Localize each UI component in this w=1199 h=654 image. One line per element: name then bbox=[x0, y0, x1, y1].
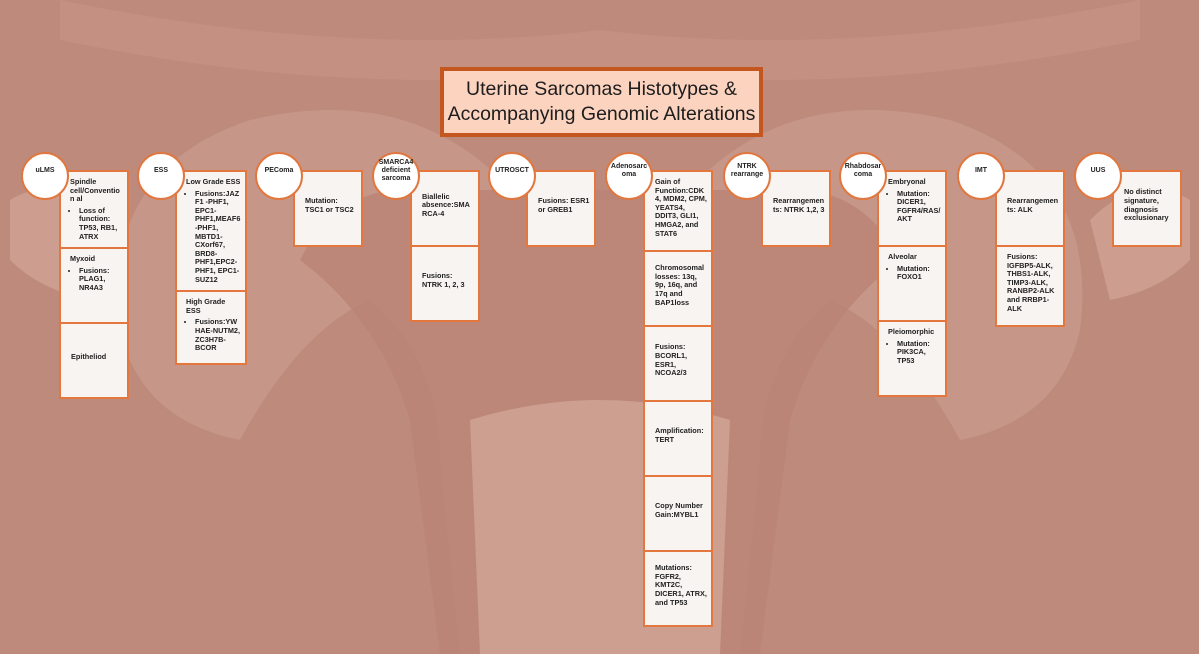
alteration-bullet: Mutation: DICER1, FGFR4/RAS/AKT bbox=[897, 189, 941, 224]
histotype-column-ulms: Spindle cell/Convention alLoss of functi… bbox=[59, 170, 129, 400]
alteration-text: Copy Number Gain:MYBL1 bbox=[655, 501, 703, 519]
histotype-node-imt: IMT bbox=[957, 152, 1005, 200]
histotype-node-adenosarcoma: Adenosarcoma bbox=[605, 152, 653, 200]
alteration-box: Fusions: IGFBP5-ALK, THBS1-ALK, TIMP3-AL… bbox=[995, 245, 1065, 328]
histotype-column-adenosarcoma: Gain of Function:CDK4, MDM2, CPM, YEATS4… bbox=[643, 170, 713, 628]
alteration-text: Chromosomal losses: 13q, 9p, 16q, and 17… bbox=[655, 263, 705, 307]
title-text: Uterine Sarcomas Histotypes & Accompanyi… bbox=[447, 78, 756, 125]
alteration-text: No distinct signature, diagnosis exclusi… bbox=[1124, 187, 1169, 223]
alteration-box: Amplification: TERT bbox=[643, 400, 713, 478]
histotype-column-ess: Low Grade ESS Fusions:JAZF1 -PHF1, EPC1-P… bbox=[175, 170, 247, 366]
alteration-text: Mutation: TSC1 or TSC2 bbox=[305, 195, 354, 214]
alteration-box: PleiomorphicMutation: PIK3CA, TP53 bbox=[877, 320, 947, 397]
subtype-heading: Alveolar bbox=[888, 252, 917, 261]
alteration-text: Epitheliod bbox=[71, 352, 107, 362]
alteration-list: Fusions:YWHAE-NUTM2, ZC3H7B-BCOR bbox=[186, 317, 241, 352]
alteration-box: MyxoidFusions: PLAG1, NR4A3 bbox=[59, 247, 129, 325]
alteration-box: Rearrangements: ALK bbox=[995, 170, 1065, 247]
alteration-box: Mutation: TSC1 or TSC2 bbox=[293, 170, 363, 247]
alteration-text: Gain of Function:CDK4, MDM2, CPM, YEATS4… bbox=[655, 177, 707, 238]
alteration-text: Rearrangements: NTRK 1,2, 3 bbox=[773, 195, 825, 214]
alteration-text: Fusions: BCORL1, ESR1, NCOA2/3 bbox=[655, 342, 688, 378]
alteration-box: High Grade ESS Fusions:YWHAE-NUTM2, ZC3H7… bbox=[175, 290, 247, 366]
alteration-list: Mutation: FOXO1 bbox=[888, 264, 941, 282]
histotype-column-imt: Rearrangements: ALK Fusions: IGFBP5-ALK, … bbox=[995, 170, 1065, 328]
alteration-box: EmbryonalMutation: DICER1, FGFR4/RAS/AKT bbox=[877, 170, 947, 247]
histotype-label: UUS bbox=[1090, 167, 1106, 174]
histotype-column-rhabdosarcoma: EmbryonalMutation: DICER1, FGFR4/RAS/AKT… bbox=[877, 170, 947, 397]
alteration-list: Fusions:JAZF1 -PHF1, EPC1-PHF1,MEAF6-PHF… bbox=[186, 189, 241, 285]
histotype-node-ntrk-rearrange: NTRK rearrange bbox=[723, 152, 771, 200]
alteration-box: Biallelic absence:SMARCA-4 bbox=[410, 170, 480, 247]
subtype-heading: High Grade ESS bbox=[186, 297, 226, 315]
histotype-node-smarca4-deficient-sarcoma: SMARCA4 deficient sarcoma bbox=[372, 152, 420, 200]
histotype-column-ntrk-rearrange: Rearrangements: NTRK 1,2, 3 bbox=[761, 170, 831, 247]
alteration-text: Fusions: ESR1 or GREB1 bbox=[538, 195, 590, 214]
alteration-list: Fusions: PLAG1, NR4A3 bbox=[70, 266, 123, 293]
alteration-box: No distinct signature, diagnosis exclusi… bbox=[1112, 170, 1182, 247]
alteration-box: AlveolarMutation: FOXO1 bbox=[877, 245, 947, 322]
alteration-bullet: Loss of function: TP53, RB1, ATRX bbox=[79, 206, 123, 241]
alteration-box: Chromosomal losses: 13q, 9p, 16q, and 17… bbox=[643, 250, 713, 328]
histotype-node-utrosct: UTROSCT bbox=[488, 152, 536, 200]
histotype-column-uus: No distinct signature, diagnosis exclusi… bbox=[1112, 170, 1182, 247]
histotype-node-ess: ESS bbox=[137, 152, 185, 200]
alteration-box: Spindle cell/Convention alLoss of functi… bbox=[59, 170, 129, 250]
alteration-bullet: Mutation: PIK3CA, TP53 bbox=[897, 339, 941, 366]
subtype-heading: Low Grade ESS bbox=[186, 177, 241, 186]
alteration-list: Mutation: PIK3CA, TP53 bbox=[888, 339, 941, 366]
alteration-box: Epitheliod bbox=[59, 322, 129, 400]
histotype-label: ESS bbox=[153, 167, 168, 174]
alteration-box: Fusions: NTRK 1, 2, 3 bbox=[410, 245, 480, 322]
subtype-heading: Pleiomorphic bbox=[888, 327, 935, 336]
alteration-box: Gain of Function:CDK4, MDM2, CPM, YEATS4… bbox=[643, 170, 713, 253]
alteration-box: Low Grade ESS Fusions:JAZF1 -PHF1, EPC1-P… bbox=[175, 170, 247, 293]
histotype-node-pecoma: PEComa bbox=[255, 152, 303, 200]
histotype-column-utrosct: Fusions: ESR1 or GREB1 bbox=[526, 170, 596, 247]
alteration-box: Mutations: FGFR2, KMT2C, DICER1, ATRX, a… bbox=[643, 550, 713, 628]
alteration-text: Fusions: IGFBP5-ALK, THBS1-ALK, TIMP3-AL… bbox=[1007, 252, 1055, 313]
histotype-node-uus: UUS bbox=[1074, 152, 1122, 200]
alteration-text: Mutations: FGFR2, KMT2C, DICER1, ATRX, a… bbox=[655, 563, 707, 607]
subtype-heading: Spindle cell/Convention al bbox=[70, 177, 120, 204]
histotype-label: uLMS bbox=[35, 167, 55, 174]
subtype-heading: Embryonal bbox=[888, 177, 926, 186]
alteration-text: Fusions: NTRK 1, 2, 3 bbox=[422, 270, 465, 289]
alteration-bullet: Fusions: PLAG1, NR4A3 bbox=[79, 266, 123, 293]
histotype-label: SMARCA4 deficient sarcoma bbox=[378, 159, 414, 182]
histotype-node-ulms: uLMS bbox=[21, 152, 69, 200]
alteration-box: Fusions: BCORL1, ESR1, NCOA2/3 bbox=[643, 325, 713, 403]
alteration-box: Copy Number Gain:MYBL1 bbox=[643, 475, 713, 553]
alteration-list: Loss of function: TP53, RB1, ATRX bbox=[70, 206, 123, 241]
alteration-box: Rearrangements: NTRK 1,2, 3 bbox=[761, 170, 831, 247]
histotype-label: PEComa bbox=[264, 167, 294, 174]
histotype-node-rhabdosarcoma: Rhabdosarcoma bbox=[839, 152, 887, 200]
alteration-bullet: Fusions:JAZF1 -PHF1, EPC1-PHF1,MEAF6-PHF… bbox=[195, 189, 241, 285]
alteration-bullet: Mutation: FOXO1 bbox=[897, 264, 941, 282]
alteration-box: Fusions: ESR1 or GREB1 bbox=[526, 170, 596, 247]
page-title: Uterine Sarcomas Histotypes & Accompanyi… bbox=[440, 67, 763, 137]
histotype-column-pecoma: Mutation: TSC1 or TSC2 bbox=[293, 170, 363, 247]
histotype-label: UTROSCT bbox=[495, 167, 529, 174]
histotype-label: IMT bbox=[974, 167, 988, 174]
histotype-label: NTRK rearrange bbox=[730, 163, 764, 178]
histotype-label: Adenosarcoma bbox=[610, 163, 648, 178]
histotype-label: Rhabdosarcoma bbox=[844, 163, 882, 178]
alteration-text: Biallelic absence:SMARCA-4 bbox=[422, 191, 470, 218]
alteration-text: Rearrangements: ALK bbox=[1007, 195, 1059, 214]
alteration-list: Mutation: DICER1, FGFR4/RAS/AKT bbox=[888, 189, 941, 224]
subtype-heading: Myxoid bbox=[70, 254, 96, 264]
alteration-text: Amplification: TERT bbox=[655, 426, 704, 444]
alteration-bullet: Fusions:YWHAE-NUTM2, ZC3H7B-BCOR bbox=[195, 317, 241, 352]
